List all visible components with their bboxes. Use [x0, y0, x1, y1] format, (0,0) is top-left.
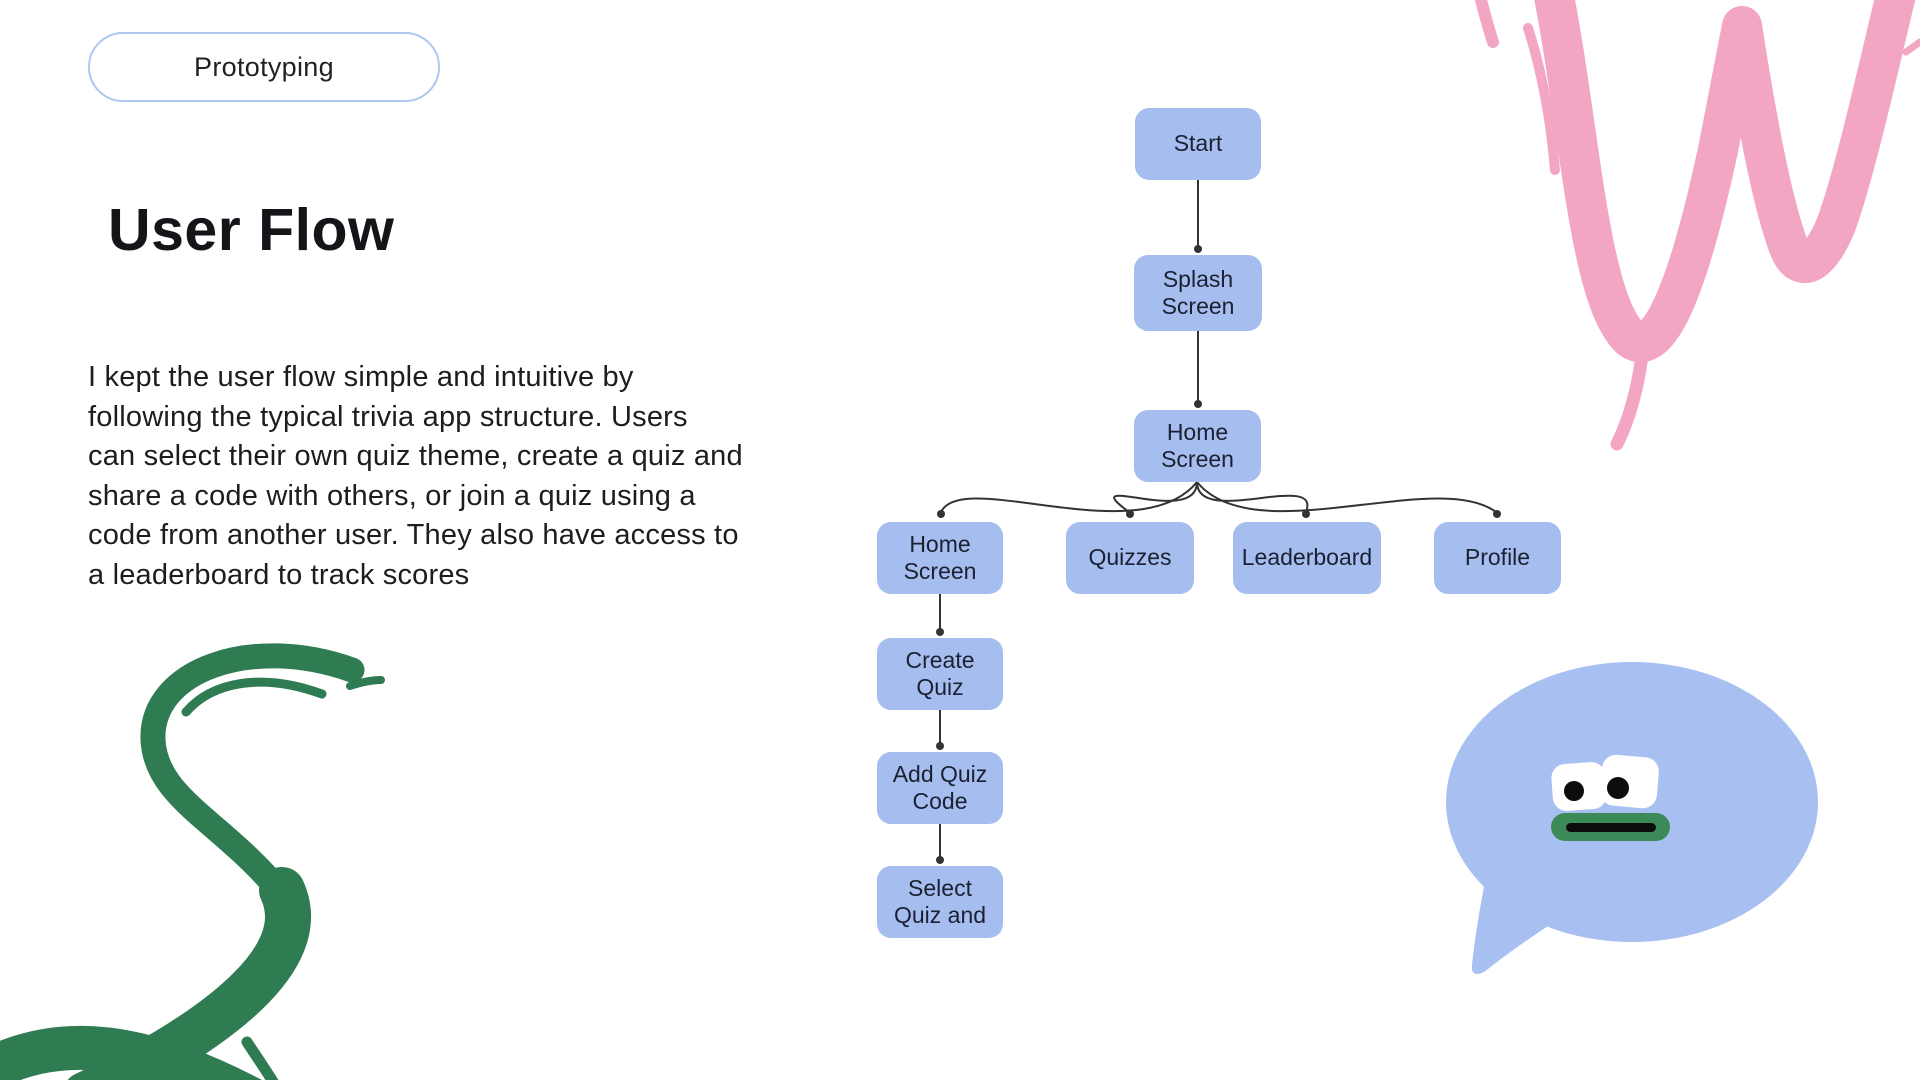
edge-home-leaderboard: [1196, 481, 1309, 513]
flow-node-label: Profile: [1464, 544, 1531, 571]
flow-node-label: Start: [1173, 130, 1223, 157]
edge-home-quizzes: [1113, 481, 1198, 513]
flow-arrow-dots: [936, 245, 1501, 864]
flow-node-create-quiz: Create Quiz: [877, 638, 1003, 710]
flow-node-select-quiz: Select Quiz and: [877, 866, 1003, 938]
flow-node-label: Splash Screen: [1161, 265, 1235, 320]
description-text: I kept the user flow simple and intuitiv…: [88, 361, 743, 591]
flow-node-home-screen: Home Screen: [1134, 410, 1261, 482]
edge-home-homescreen2: [940, 481, 1198, 513]
flow-node-splash-screen: Splash Screen: [1134, 255, 1262, 331]
flow-node-profile: Profile: [1434, 522, 1561, 594]
mascot-eyes-icon: [1551, 754, 1659, 811]
speech-bubble-tail: [1471, 876, 1560, 975]
pink-squiggle-icon: [1474, 0, 1920, 451]
flow-node-home-screen-2: Home Screen: [877, 522, 1003, 594]
flow-node-label: Leaderboard: [1241, 544, 1373, 571]
flow-node-label: Select Quiz and: [893, 874, 987, 929]
prototyping-badge-label: Prototyping: [194, 51, 334, 82]
page-title: User Flow: [108, 197, 395, 263]
edge-home-profile: [1196, 481, 1497, 513]
flow-node-add-quiz-code: Add Quiz Code: [877, 752, 1003, 824]
prototyping-badge: Prototyping: [88, 32, 440, 102]
flow-node-label: Add Quiz Code: [892, 760, 988, 815]
flow-node-label: Quizzes: [1088, 544, 1172, 571]
speech-bubble-mascot: [1446, 662, 1818, 975]
flow-node-start: Start: [1135, 108, 1261, 180]
mascot-mouth-icon: [1551, 813, 1670, 841]
flow-node-leaderboard: Leaderboard: [1233, 522, 1381, 594]
flow-node-label: Home Screen: [1161, 418, 1234, 473]
flow-node-quizzes: Quizzes: [1066, 522, 1194, 594]
flow-node-label: Home Screen: [903, 530, 977, 585]
green-squiggle-icon: [0, 643, 385, 1080]
flow-node-label: Create Quiz: [905, 646, 975, 701]
flow-connectors: [939, 180, 1497, 858]
